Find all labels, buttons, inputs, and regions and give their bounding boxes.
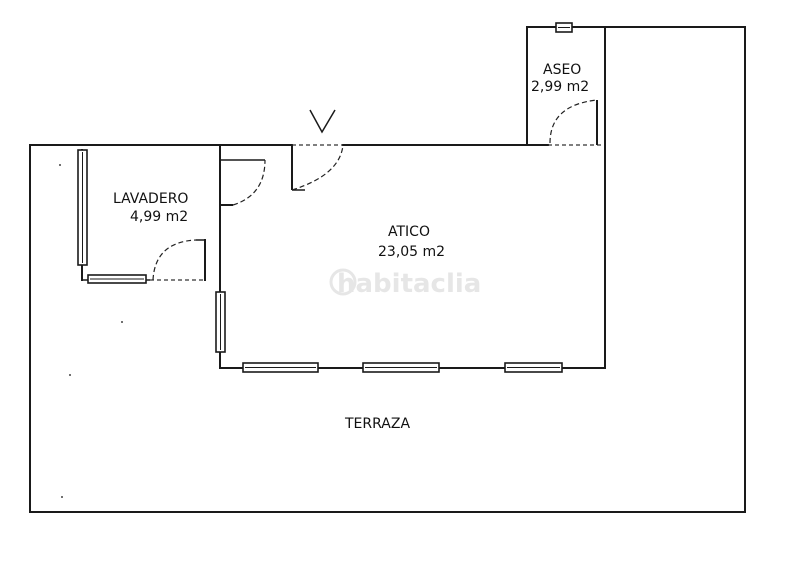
atico-bottom-window-1-icon xyxy=(242,362,319,373)
aseo-top-window-icon xyxy=(555,22,573,33)
speck xyxy=(69,374,71,376)
atico-area: 23,05 m2 xyxy=(378,244,445,260)
atico-label: ATICO xyxy=(388,224,430,240)
lavadero-area: 4,99 m2 xyxy=(130,209,188,225)
watermark-text: habitaclia xyxy=(337,269,481,299)
speck xyxy=(61,496,63,498)
atico-left-window-icon xyxy=(215,291,226,353)
entrance-arrow-icon xyxy=(309,109,336,134)
aseo-area: 2,99 m2 xyxy=(531,79,589,95)
atico-bottom-window-2-icon xyxy=(362,362,440,373)
terrace-outline xyxy=(29,26,746,513)
terraza-label: TERRAZA xyxy=(344,416,410,432)
lavadero-label: LAVADERO xyxy=(113,191,188,207)
entrance-door-icon xyxy=(291,144,344,191)
watermark-logo: habitaclia xyxy=(329,268,481,299)
aseo-door-icon xyxy=(549,99,598,145)
lavadero-bottom-window-icon xyxy=(87,274,147,284)
speck xyxy=(121,321,123,323)
lavadero-left-window-icon xyxy=(77,149,88,266)
atico-bottom-window-3-icon xyxy=(504,362,563,373)
aseo-label: ASEO xyxy=(543,62,581,78)
lavadero-lower-door-icon xyxy=(152,239,205,281)
lavadero-upper-door-icon xyxy=(220,159,266,206)
speck xyxy=(59,164,61,166)
